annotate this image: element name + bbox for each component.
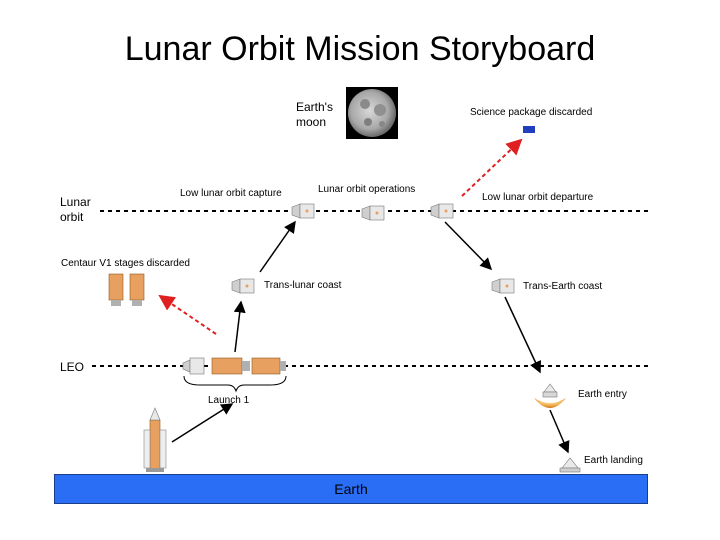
arrow-leo-to-translunar (233, 300, 246, 353)
centaur-discarded-label: Centaur V1 stages discarded (61, 258, 190, 269)
arrow-transearth-to-entry (504, 296, 541, 374)
lunar-orbit-label: Lunar orbit (60, 195, 91, 224)
trans-earth-label: Trans-Earth coast (523, 281, 603, 292)
launch-label: Launch 1 (208, 395, 250, 406)
arrow-launch-to-leo (171, 403, 234, 443)
arrow-departure-to-transearth (444, 221, 493, 271)
arrow-entry-to-landing (549, 409, 570, 454)
earth-entry-label: Earth entry (578, 389, 627, 400)
capsule-icon (430, 203, 454, 219)
discarded-stages-icon (108, 273, 145, 306)
science-package-icon (523, 126, 535, 133)
earths-moon-label: Earth's moon (296, 100, 333, 129)
rocket-icon (143, 407, 167, 472)
arrow-science-discard (461, 138, 523, 197)
earth-label: Earth (334, 481, 368, 497)
landing-capsule-icon (559, 457, 581, 473)
page-title: Lunar Orbit Mission Storyboard (124, 30, 596, 68)
capsule-icon (231, 278, 255, 294)
moon-image (346, 87, 398, 139)
science-discarded-label: Science package discarded (470, 107, 593, 118)
arrow-translunar-to-capture (259, 220, 296, 273)
entry-capsule-icon (534, 383, 566, 408)
leo-label: LEO (60, 360, 85, 374)
capsule-icon (361, 205, 385, 221)
launch-brace (183, 375, 287, 393)
arrow-centaur-discard (158, 294, 217, 335)
leo-stack-icon (182, 357, 286, 375)
earth-landing-label: Earth landing (584, 455, 643, 466)
trans-lunar-label: Trans-lunar coast (264, 280, 342, 291)
capsule-icon (291, 203, 315, 219)
earth-surface-band (54, 474, 648, 504)
lunar-ops-label: Lunar orbit operations (318, 184, 416, 195)
low-lunar-departure-label: Low lunar orbit departure (482, 192, 594, 203)
capsule-icon (491, 278, 515, 294)
low-lunar-capture-label: Low lunar orbit capture (180, 188, 282, 199)
